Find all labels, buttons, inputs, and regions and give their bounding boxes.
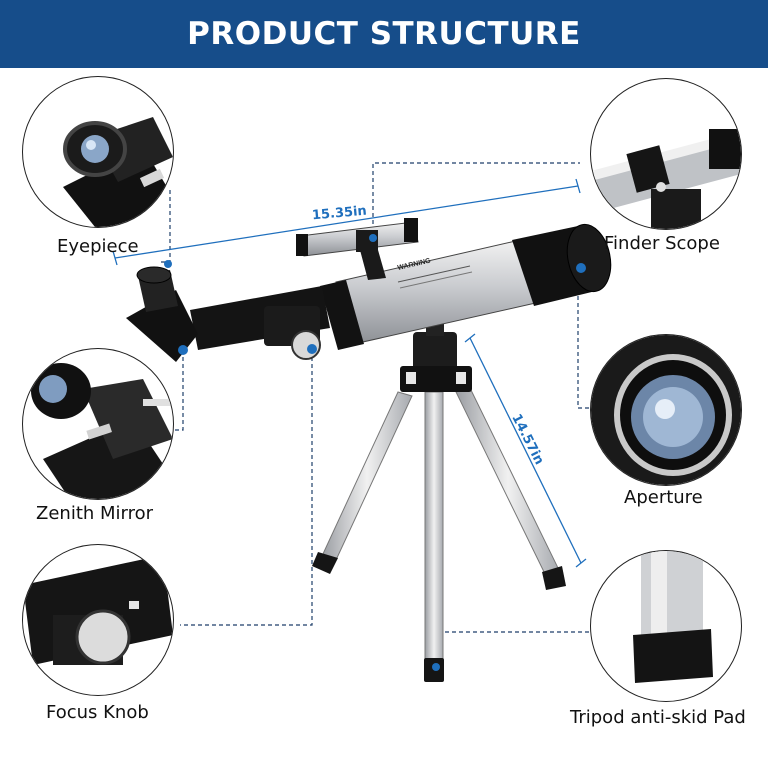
label-focus-knob: Focus Knob	[46, 702, 149, 723]
label-zenith-mirror: Zenith Mirror	[36, 503, 154, 524]
focus-knob-icon	[23, 555, 173, 665]
focus-knob-closeup	[22, 544, 174, 696]
leader-zenith	[170, 350, 184, 431]
anti-skid-pad-icon	[633, 551, 713, 683]
zenith-mirror-icon	[31, 363, 173, 499]
label-aperture: Aperture	[624, 487, 703, 508]
dew-shield	[512, 223, 612, 306]
finder-scope-closeup	[590, 78, 742, 230]
anti-skid-pad-closeup	[590, 550, 742, 702]
label-tripod-pad: Tripod anti-skid Pad	[570, 707, 746, 728]
label-eyepiece: Eyepiece	[57, 236, 139, 257]
aperture-icon	[591, 335, 741, 485]
telescope-tube: WARNING	[320, 239, 541, 350]
eyepiece-closeup	[22, 76, 174, 228]
tripod-legs	[312, 387, 566, 682]
leader-finder	[372, 162, 580, 238]
finder-scope	[296, 218, 419, 280]
page-title: PRODUCT STRUCTURE	[187, 16, 581, 52]
focuser-assembly	[190, 286, 330, 360]
zenith-eyepiece	[126, 260, 198, 362]
leader-endpoints	[432, 663, 440, 671]
finder-scope-icon	[591, 129, 741, 229]
header-banner: PRODUCT STRUCTURE	[0, 0, 768, 68]
zenith-mirror-closeup	[22, 348, 174, 500]
eyepiece-icon	[63, 117, 173, 227]
dimension-lines	[112, 178, 587, 568]
leader-focus	[180, 350, 313, 626]
label-finder-scope: Finder Scope	[604, 233, 720, 254]
leader-pad	[435, 631, 590, 665]
tripod-head	[400, 312, 472, 392]
aperture-closeup	[590, 334, 742, 486]
leader-aperture	[577, 268, 590, 409]
